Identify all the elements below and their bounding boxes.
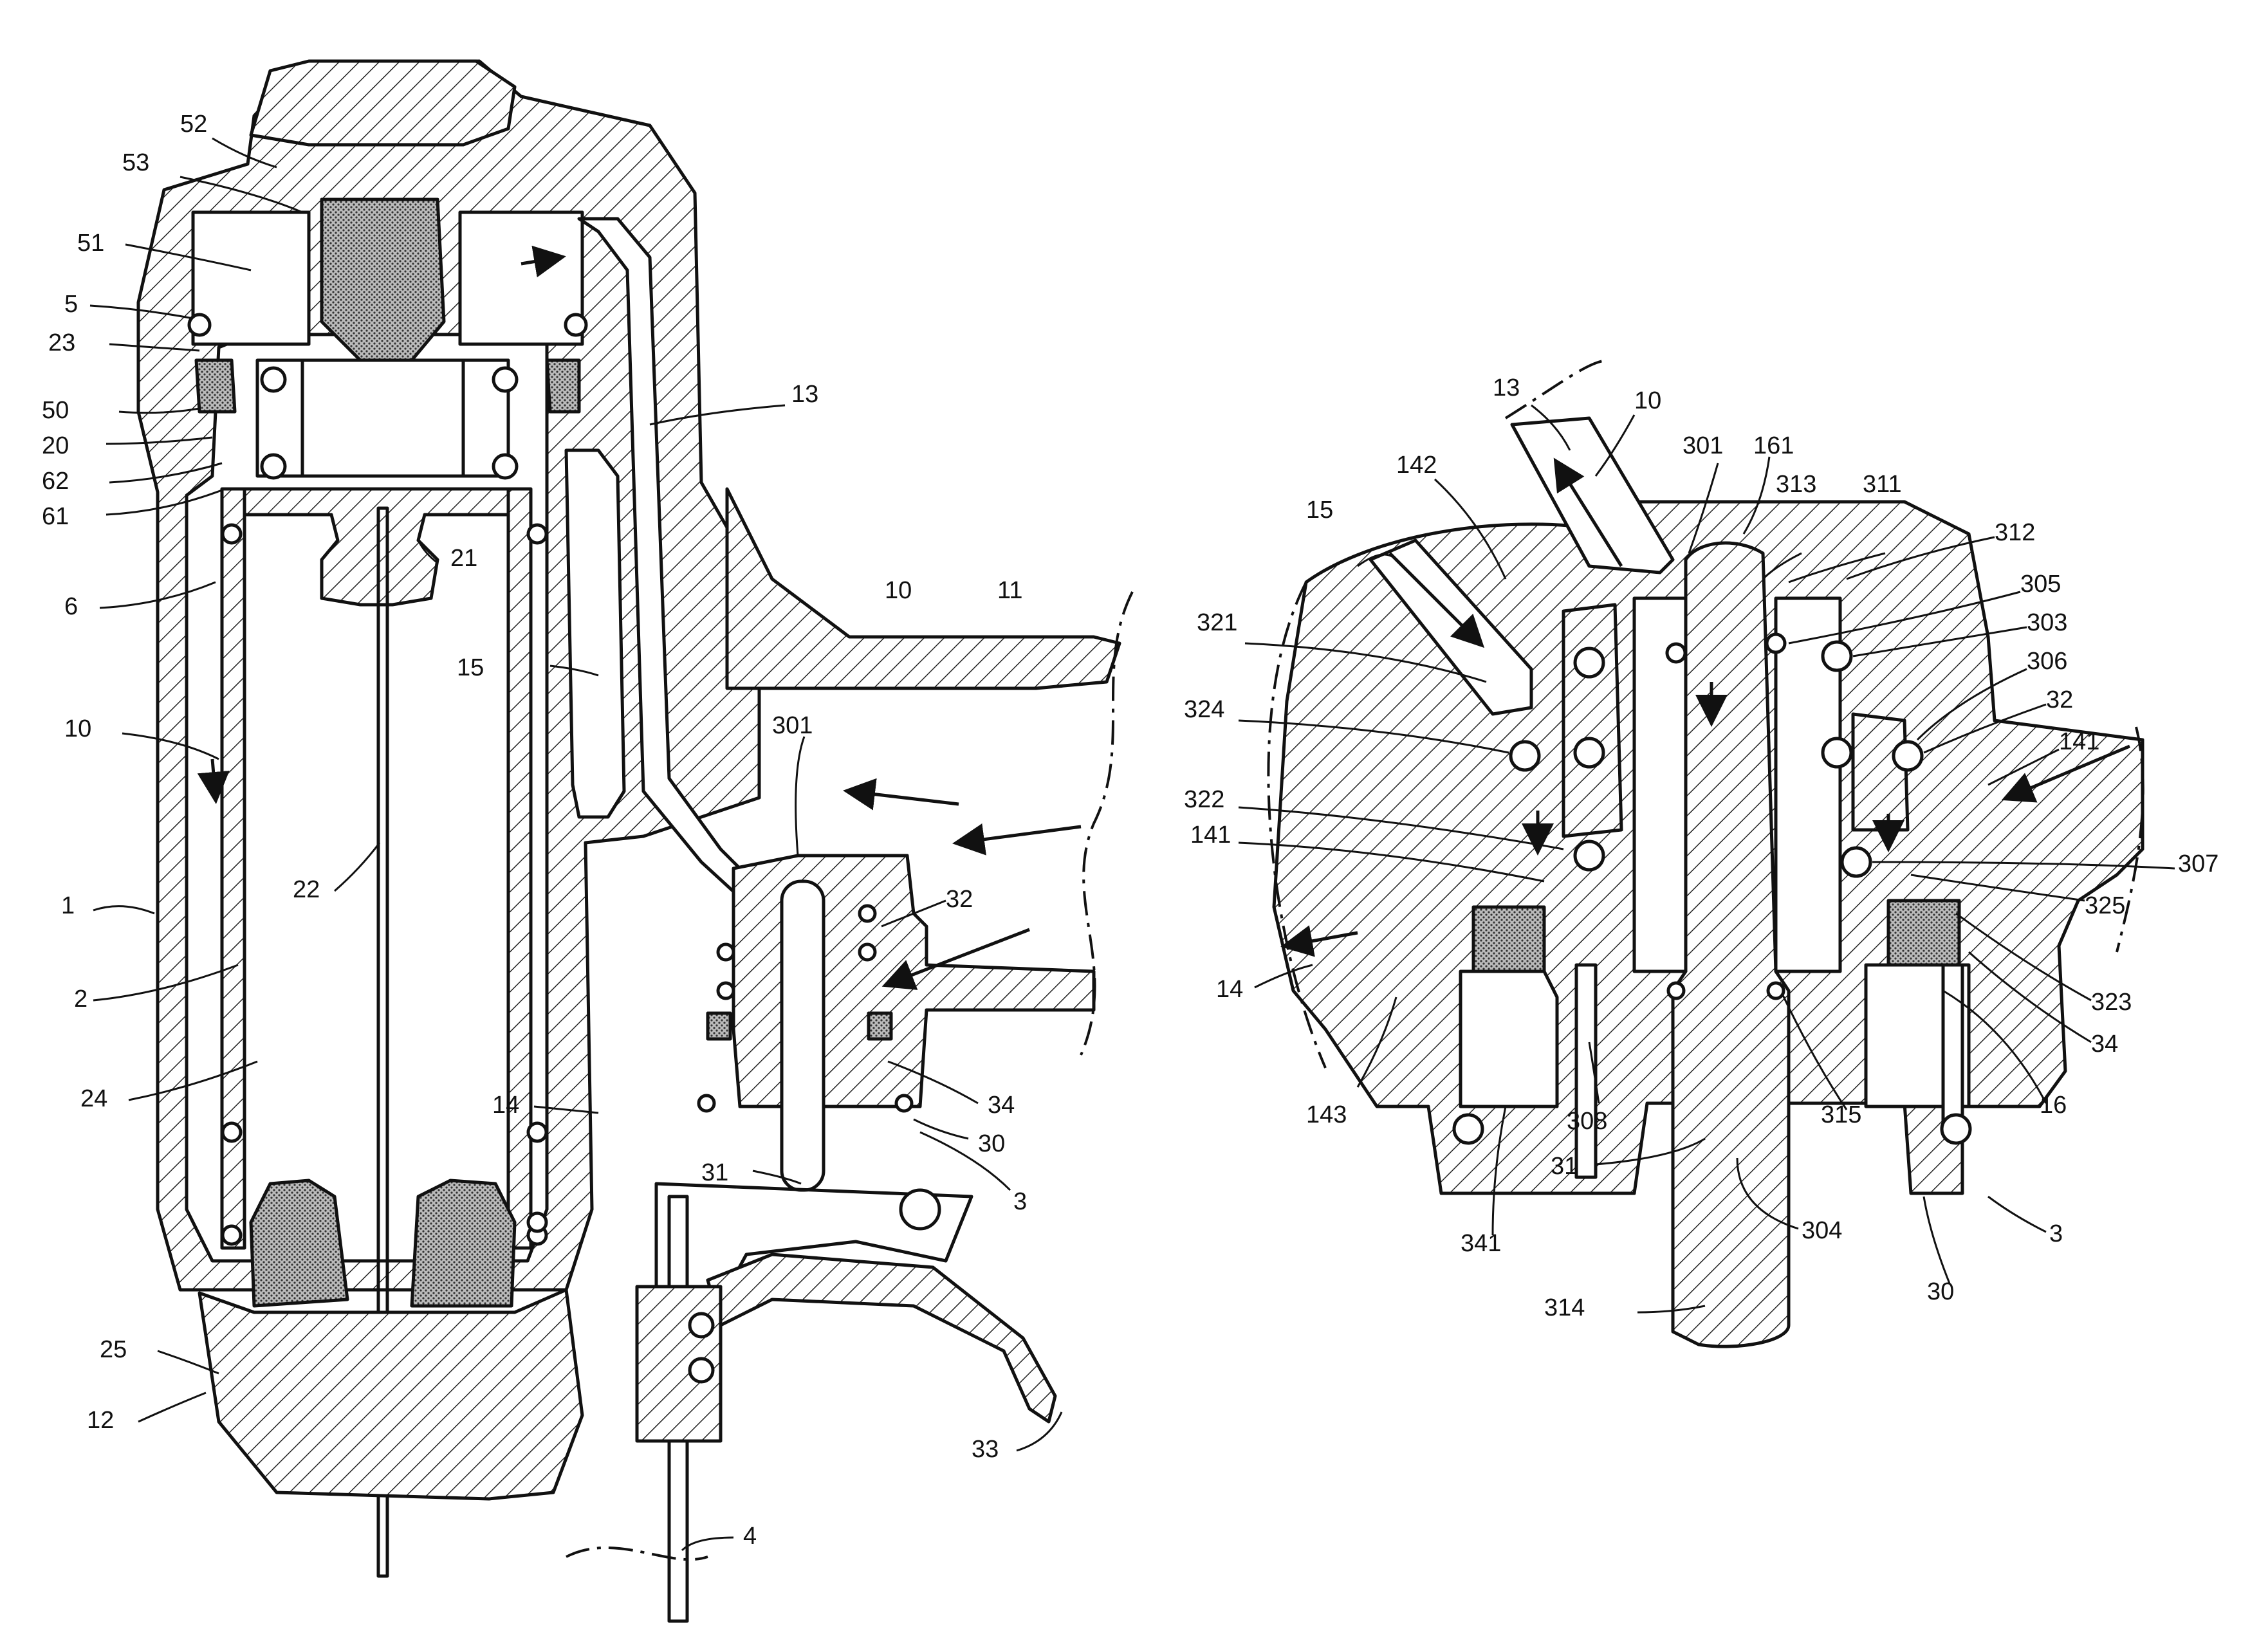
label-22: 22 [293, 876, 320, 903]
detail-passage-16 [1943, 965, 1962, 1126]
label-34a: 34 [988, 1092, 1015, 1119]
label-61: 61 [42, 503, 69, 530]
head-seal-left [196, 360, 235, 412]
label-d323: 323 [2091, 989, 2132, 1016]
label-d16: 16 [2040, 1092, 2067, 1119]
valve-pin-31 [782, 881, 824, 1190]
label-5: 5 [64, 291, 78, 318]
label-d341: 341 [1461, 1230, 1501, 1257]
label-3a: 3 [1013, 1188, 1027, 1215]
bumper-left [251, 1180, 347, 1306]
label-33: 33 [972, 1436, 999, 1463]
label-d303: 303 [2027, 609, 2067, 636]
detail-passage-308 [1576, 965, 1596, 1177]
label-30a: 30 [978, 1130, 1005, 1157]
detail-valve-section [1268, 360, 2143, 1346]
label-d315: 315 [1821, 1101, 1861, 1128]
label-d314: 314 [1544, 1294, 1585, 1321]
label-10b: 10 [885, 577, 912, 604]
detail-seal-34 [1888, 901, 1959, 965]
detail-bushing-right [1853, 714, 1908, 830]
label-d10: 10 [1634, 387, 1661, 414]
label-d305: 305 [2020, 571, 2061, 598]
label-d15: 15 [1306, 497, 1333, 524]
label-d142: 142 [1396, 452, 1437, 479]
label-d311: 311 [1863, 471, 1902, 498]
passage-15 [566, 450, 624, 817]
label-10a: 10 [64, 715, 91, 742]
label-15a: 15 [457, 654, 484, 681]
label-d34: 34 [2091, 1031, 2118, 1058]
label-25: 25 [100, 1336, 127, 1363]
label-51: 51 [77, 230, 104, 257]
label-24: 24 [80, 1085, 107, 1112]
label-d13: 13 [1493, 374, 1520, 401]
label-20: 20 [42, 432, 69, 459]
head-chamber-right [460, 212, 582, 344]
head-cap [251, 61, 515, 145]
label-21: 21 [450, 545, 477, 572]
valve-seal-34-left [708, 1013, 730, 1039]
main-tool-section [138, 61, 1132, 1621]
label-4: 4 [743, 1523, 757, 1550]
head-valve [322, 199, 444, 360]
label-23: 23 [48, 329, 75, 356]
label-d141a: 141 [2059, 728, 2099, 755]
label-d307: 307 [2178, 850, 2218, 877]
label-d32: 32 [2046, 686, 2073, 713]
label-31a: 31 [701, 1159, 728, 1186]
label-301a: 301 [772, 712, 813, 739]
label-14a: 14 [492, 1092, 519, 1119]
label-d313: 313 [1776, 471, 1816, 498]
detail-bushing-left [1563, 605, 1621, 836]
label-1: 1 [61, 892, 75, 919]
label-d141b: 141 [1190, 821, 1231, 849]
piston-upper [257, 360, 508, 476]
detail-cavity-left [1461, 971, 1557, 1106]
handle-11 [727, 489, 1120, 688]
label-6: 6 [64, 593, 78, 620]
label-d31: 31 [1551, 1153, 1578, 1180]
label-50: 50 [42, 397, 69, 424]
base-block [199, 1290, 582, 1499]
label-2: 2 [74, 986, 88, 1013]
label-d308: 308 [1567, 1108, 1607, 1135]
label-d306: 306 [2027, 648, 2067, 675]
label-d30: 30 [1927, 1278, 1954, 1305]
label-d143: 143 [1306, 1101, 1347, 1128]
detail-seal-341 [1473, 907, 1544, 971]
label-11: 11 [997, 577, 1022, 604]
valve-seal-34-right [869, 1013, 891, 1039]
head-seal-right [547, 360, 579, 412]
label-d161: 161 [1753, 432, 1794, 459]
trigger-lever [708, 1254, 1055, 1422]
label-32a: 32 [946, 886, 973, 913]
label-62: 62 [42, 468, 69, 495]
label-d322: 322 [1184, 786, 1224, 813]
label-d312: 312 [1995, 519, 2035, 546]
label-52: 52 [180, 111, 207, 138]
label-12: 12 [87, 1407, 114, 1434]
label-d325: 325 [2085, 892, 2125, 919]
label-d304: 304 [1802, 1217, 1842, 1244]
label-13a: 13 [791, 381, 818, 408]
bumper-right [412, 1180, 515, 1306]
label-d14: 14 [1216, 976, 1243, 1003]
label-d324: 324 [1184, 696, 1224, 723]
label-53: 53 [122, 149, 149, 176]
label-d321: 321 [1197, 609, 1237, 636]
label-d3: 3 [2049, 1220, 2063, 1247]
label-d301: 301 [1683, 432, 1723, 459]
